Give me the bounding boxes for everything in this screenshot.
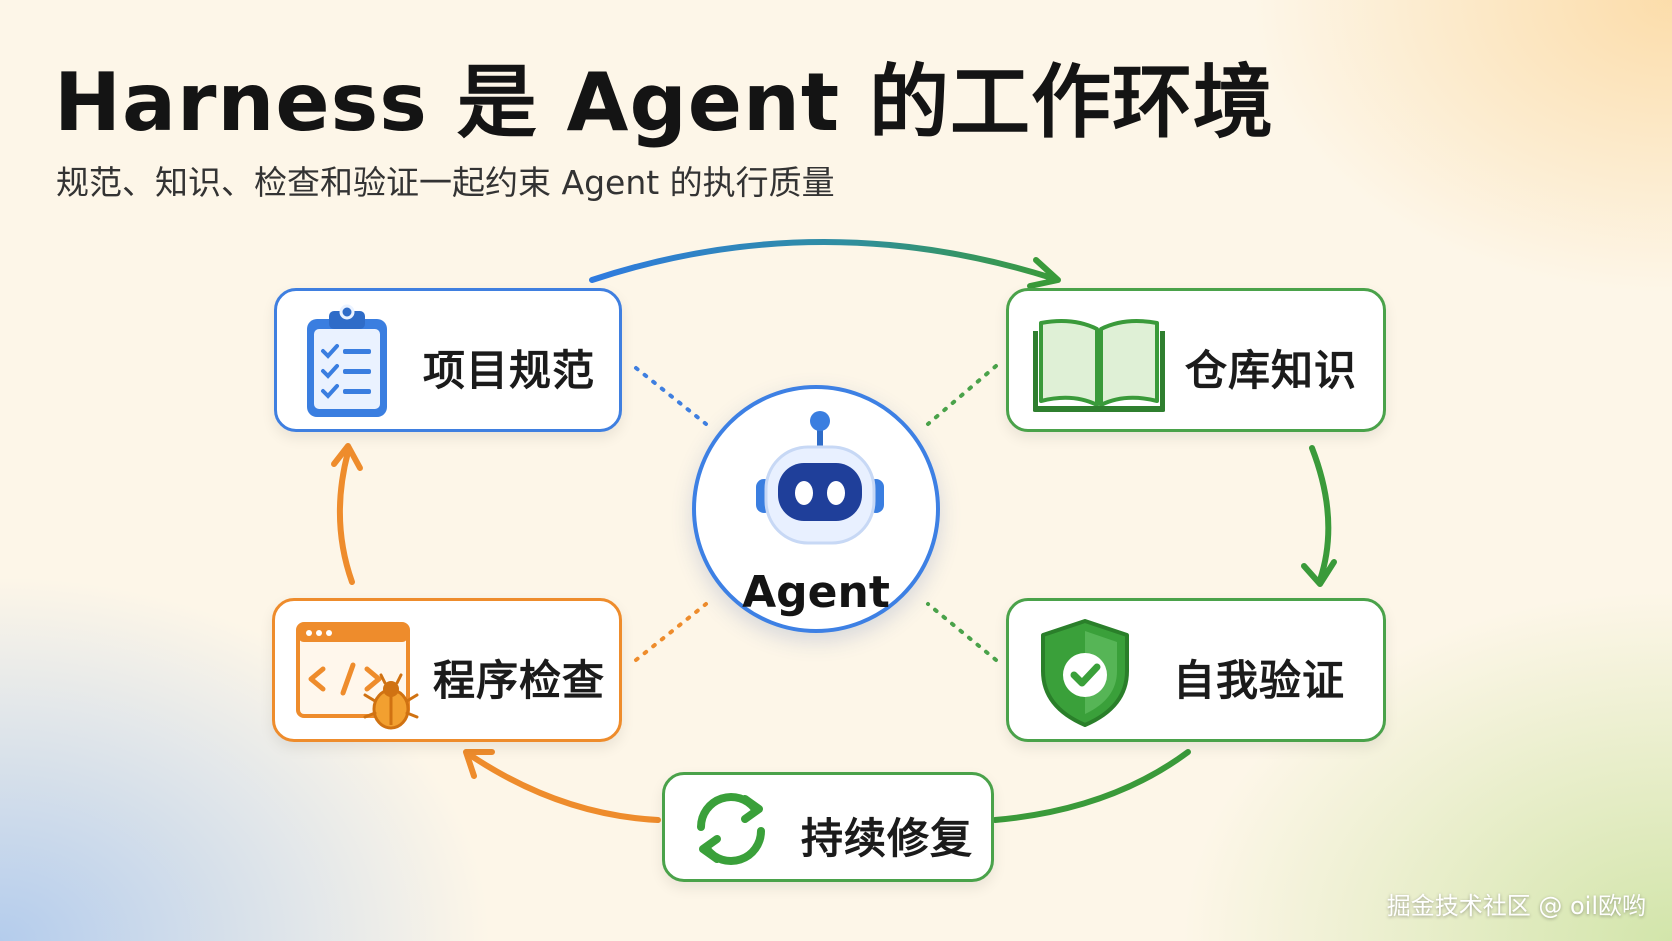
page-subtitle: 规范、知识、检查和验证一起约束 Agent 的执行质量 <box>56 163 835 202</box>
agent-center: Agent <box>692 385 940 633</box>
arrowhead-spec <box>331 443 363 471</box>
page-title: Harness 是 Agent 的工作环境 <box>54 56 1275 149</box>
arrowhead-verify <box>1301 559 1337 587</box>
dotted-link-verify <box>926 602 998 662</box>
code-bug-icon <box>295 621 419 737</box>
node-label: 程序检查 <box>433 656 606 705</box>
arrow-repair-to-check <box>467 752 661 823</box>
refresh-cycle-icon <box>689 789 773 873</box>
node-label: 持续修复 <box>801 814 974 863</box>
agent-label: Agent <box>742 567 890 618</box>
arrow-spec-to-knowledge <box>589 239 1055 283</box>
dotted-link-spec <box>634 366 708 426</box>
arrowhead-check <box>463 749 495 779</box>
node-label: 仓库知识 <box>1185 346 1358 395</box>
watermark: 掘金技术社区 @ oil欧哟 <box>1386 892 1646 920</box>
arrow-knowledge-to-verify <box>1309 445 1332 583</box>
arrow-verify-to-repair <box>992 749 1191 823</box>
arrow-check-to-spec <box>336 449 355 585</box>
dotted-link-check <box>634 602 708 662</box>
clipboard-checklist-icon <box>301 303 393 425</box>
node-label: 自我验证 <box>1173 656 1346 705</box>
node-continuous-repair: 持续修复 <box>662 772 994 882</box>
open-book-icon <box>1032 313 1166 417</box>
node-self-verify: 自我验证 <box>1006 598 1386 742</box>
robot-icon <box>742 407 898 561</box>
node-project-spec: 项目规范 <box>274 288 622 432</box>
shield-check-icon <box>1037 617 1133 733</box>
dotted-link-knowledge <box>926 364 998 426</box>
node-repo-knowledge: 仓库知识 <box>1006 288 1386 432</box>
node-label: 项目规范 <box>423 346 596 395</box>
arrowhead-knowledge <box>1027 257 1061 289</box>
node-program-check: 程序检查 <box>272 598 622 742</box>
